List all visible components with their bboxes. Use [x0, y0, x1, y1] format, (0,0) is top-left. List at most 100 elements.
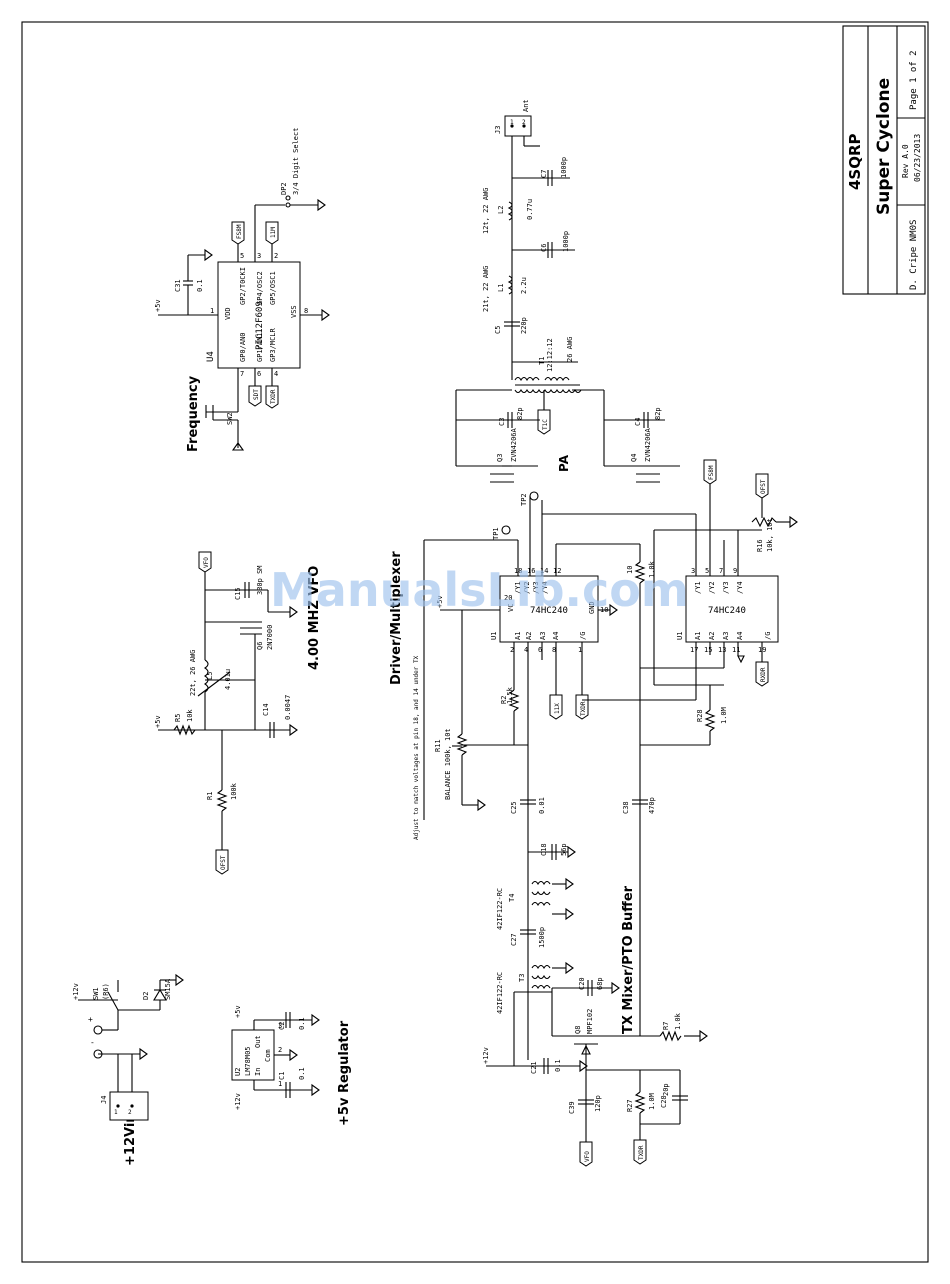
svg-text:82p: 82p: [516, 407, 524, 420]
net-flag-ofst-pa: OFST: [755, 473, 769, 499]
svg-text:10: 10: [626, 566, 634, 574]
terminal-plus: [93, 1025, 103, 1035]
svg-text:D2: D2: [142, 992, 150, 1000]
svg-text:42IF122-RC: 42IF122-RC: [496, 888, 504, 930]
net-flag-vfo-mixer: VFO: [579, 1141, 593, 1167]
svg-text:A3: A3: [722, 632, 730, 640]
svg-text:ZVN4206A: ZVN4206A: [644, 427, 652, 462]
u4-gp3: GP3/MCLR: [269, 327, 277, 362]
svg-text:R27: R27: [626, 1099, 634, 1112]
net-flag-fs8m-pa: FS8M: [703, 459, 717, 485]
svg-text:C7: C7: [540, 170, 548, 178]
svg-text:10k, 10t: 10k, 10t: [766, 518, 774, 552]
svg-text:0.1: 0.1: [298, 1067, 306, 1080]
svg-text:1000p: 1000p: [562, 231, 570, 252]
svg-text:17: 17: [690, 646, 698, 654]
resistor-r10: 10 1.0k: [626, 544, 656, 1036]
svg-text:C25: C25: [510, 801, 518, 814]
svg-text:1: 1: [510, 119, 514, 126]
svg-text:2: 2: [510, 646, 514, 654]
svg-text:1: 1: [578, 646, 582, 654]
net-flag-sdt: SDT: [248, 385, 262, 407]
svg-text:7: 7: [719, 567, 723, 575]
sheet-border: [21, 21, 929, 1263]
svg-text:MPF102: MPF102: [586, 1009, 594, 1034]
capacitor-c14: C14 0.0047: [262, 695, 298, 738]
author: D. Cripe NM0S: [909, 220, 919, 290]
transformer-t1: T1 12:12:12 26 AWG: [512, 337, 582, 394]
svg-text:12t, 22 AWG: 12t, 22 AWG: [482, 188, 490, 234]
svg-text:TXDR: TXDR: [580, 701, 587, 716]
svg-text:A4: A4: [552, 632, 560, 640]
svg-text:SDT: SDT: [253, 389, 260, 400]
u4-gp2: GP2/T0CKI: [239, 267, 247, 305]
svg-text:L1: L1: [497, 284, 505, 292]
capacitor-c3: C3 82p: [456, 407, 540, 428]
u4-vdd: VDD: [224, 307, 232, 320]
svg-text:TXDR: TXDR: [270, 389, 277, 404]
svg-text:10k: 10k: [186, 709, 194, 722]
svg-text:SW2: SW2: [226, 412, 234, 425]
c31-ref: C31: [174, 279, 182, 292]
svg-text:1: 1: [278, 1080, 282, 1088]
u4-pin4: 4: [274, 370, 278, 378]
svg-text:1.0k: 1.0k: [674, 1012, 682, 1030]
svg-text:J4: J4: [100, 1096, 108, 1104]
svg-text:/Y4: /Y4: [541, 581, 549, 594]
u4-gp0: GP0/AN0: [239, 332, 247, 362]
u4-pin7: 7: [240, 370, 244, 378]
capacitor-c27: C27 1500p: [510, 927, 546, 948]
svg-text:OFST: OFST: [760, 479, 767, 494]
svg-text:C4: C4: [634, 418, 642, 426]
svg-text:C15: C15: [234, 587, 242, 600]
svg-text:9: 9: [733, 567, 737, 575]
svg-text:/Y1: /Y1: [694, 581, 702, 594]
project-title: 4SQRP: [846, 133, 864, 190]
svg-text:(R6): (R6): [102, 983, 110, 1000]
svg-text:R16: R16: [756, 539, 764, 552]
svg-text:26 AWG: 26 AWG: [566, 337, 574, 362]
svg-text:12:12:12: 12:12:12: [546, 338, 554, 372]
capacitor-c7: C7 1000p: [512, 157, 570, 186]
svg-text:T1: T1: [538, 357, 546, 365]
inductor-l5: L5 4.01u 22t, 26 AWG: [189, 622, 232, 730]
inductor-l1: L1 2.2u 21t, 22 AWG: [482, 266, 528, 312]
svg-text:R28: R28: [696, 709, 704, 722]
svg-text:22t, 26 AWG: 22t, 26 AWG: [189, 650, 197, 696]
note-adjust: Adjust to match voltages at pin 18, and …: [413, 655, 420, 840]
svg-text:1000p: 1000p: [560, 157, 568, 178]
svg-text:A2: A2: [525, 632, 533, 640]
capacitor-c1: C1 0.1: [278, 1067, 320, 1098]
net-flag-t1c: T1C: [537, 409, 551, 435]
u4-vss: VSS: [290, 305, 298, 318]
u4-gp4: GP4/OSC2: [256, 271, 264, 305]
svg-text:8: 8: [552, 646, 556, 654]
svg-text:2.2u: 2.2u: [520, 277, 528, 294]
svg-text:120p: 120p: [594, 1095, 602, 1112]
c31-value: 0.1: [196, 279, 204, 292]
svg-text:/Y3: /Y3: [722, 581, 730, 594]
test-point-tp1: TP1: [492, 525, 511, 540]
svg-text:/Y3: /Y3: [532, 581, 540, 594]
svg-text:A3: A3: [539, 632, 547, 640]
svg-text:TP1: TP1: [492, 527, 500, 540]
svg-text:RXDR: RXDR: [760, 667, 767, 682]
svg-text:470p: 470p: [648, 797, 656, 814]
svg-text:C6: C6: [540, 244, 548, 252]
svg-text:R1: R1: [206, 792, 214, 800]
u4-microcontroller: U4 PIC12F609 VDD VSS GP0/AN0 GP1/AN1 GP3…: [158, 204, 322, 398]
svg-text:C2: C2: [278, 1022, 286, 1030]
capacitor-c31: C31 0.1: [174, 248, 213, 315]
svg-text:R7: R7: [662, 1022, 670, 1030]
u1b-part: 74HC240: [708, 606, 746, 616]
label-pa: PA: [557, 454, 571, 472]
svg-text:C27: C27: [510, 933, 518, 946]
connector-j3: 1 2 J3 Ant: [494, 99, 540, 147]
svg-text:LM78M05: LM78M05: [244, 1046, 252, 1076]
svg-text:C39: C39: [568, 1101, 576, 1114]
svg-text:20: 20: [504, 594, 512, 602]
capacitor-c28: C28 20p: [640, 1070, 688, 1125]
label-regulator: +5v Regulator: [337, 1020, 352, 1126]
svg-text:12: 12: [553, 567, 561, 575]
